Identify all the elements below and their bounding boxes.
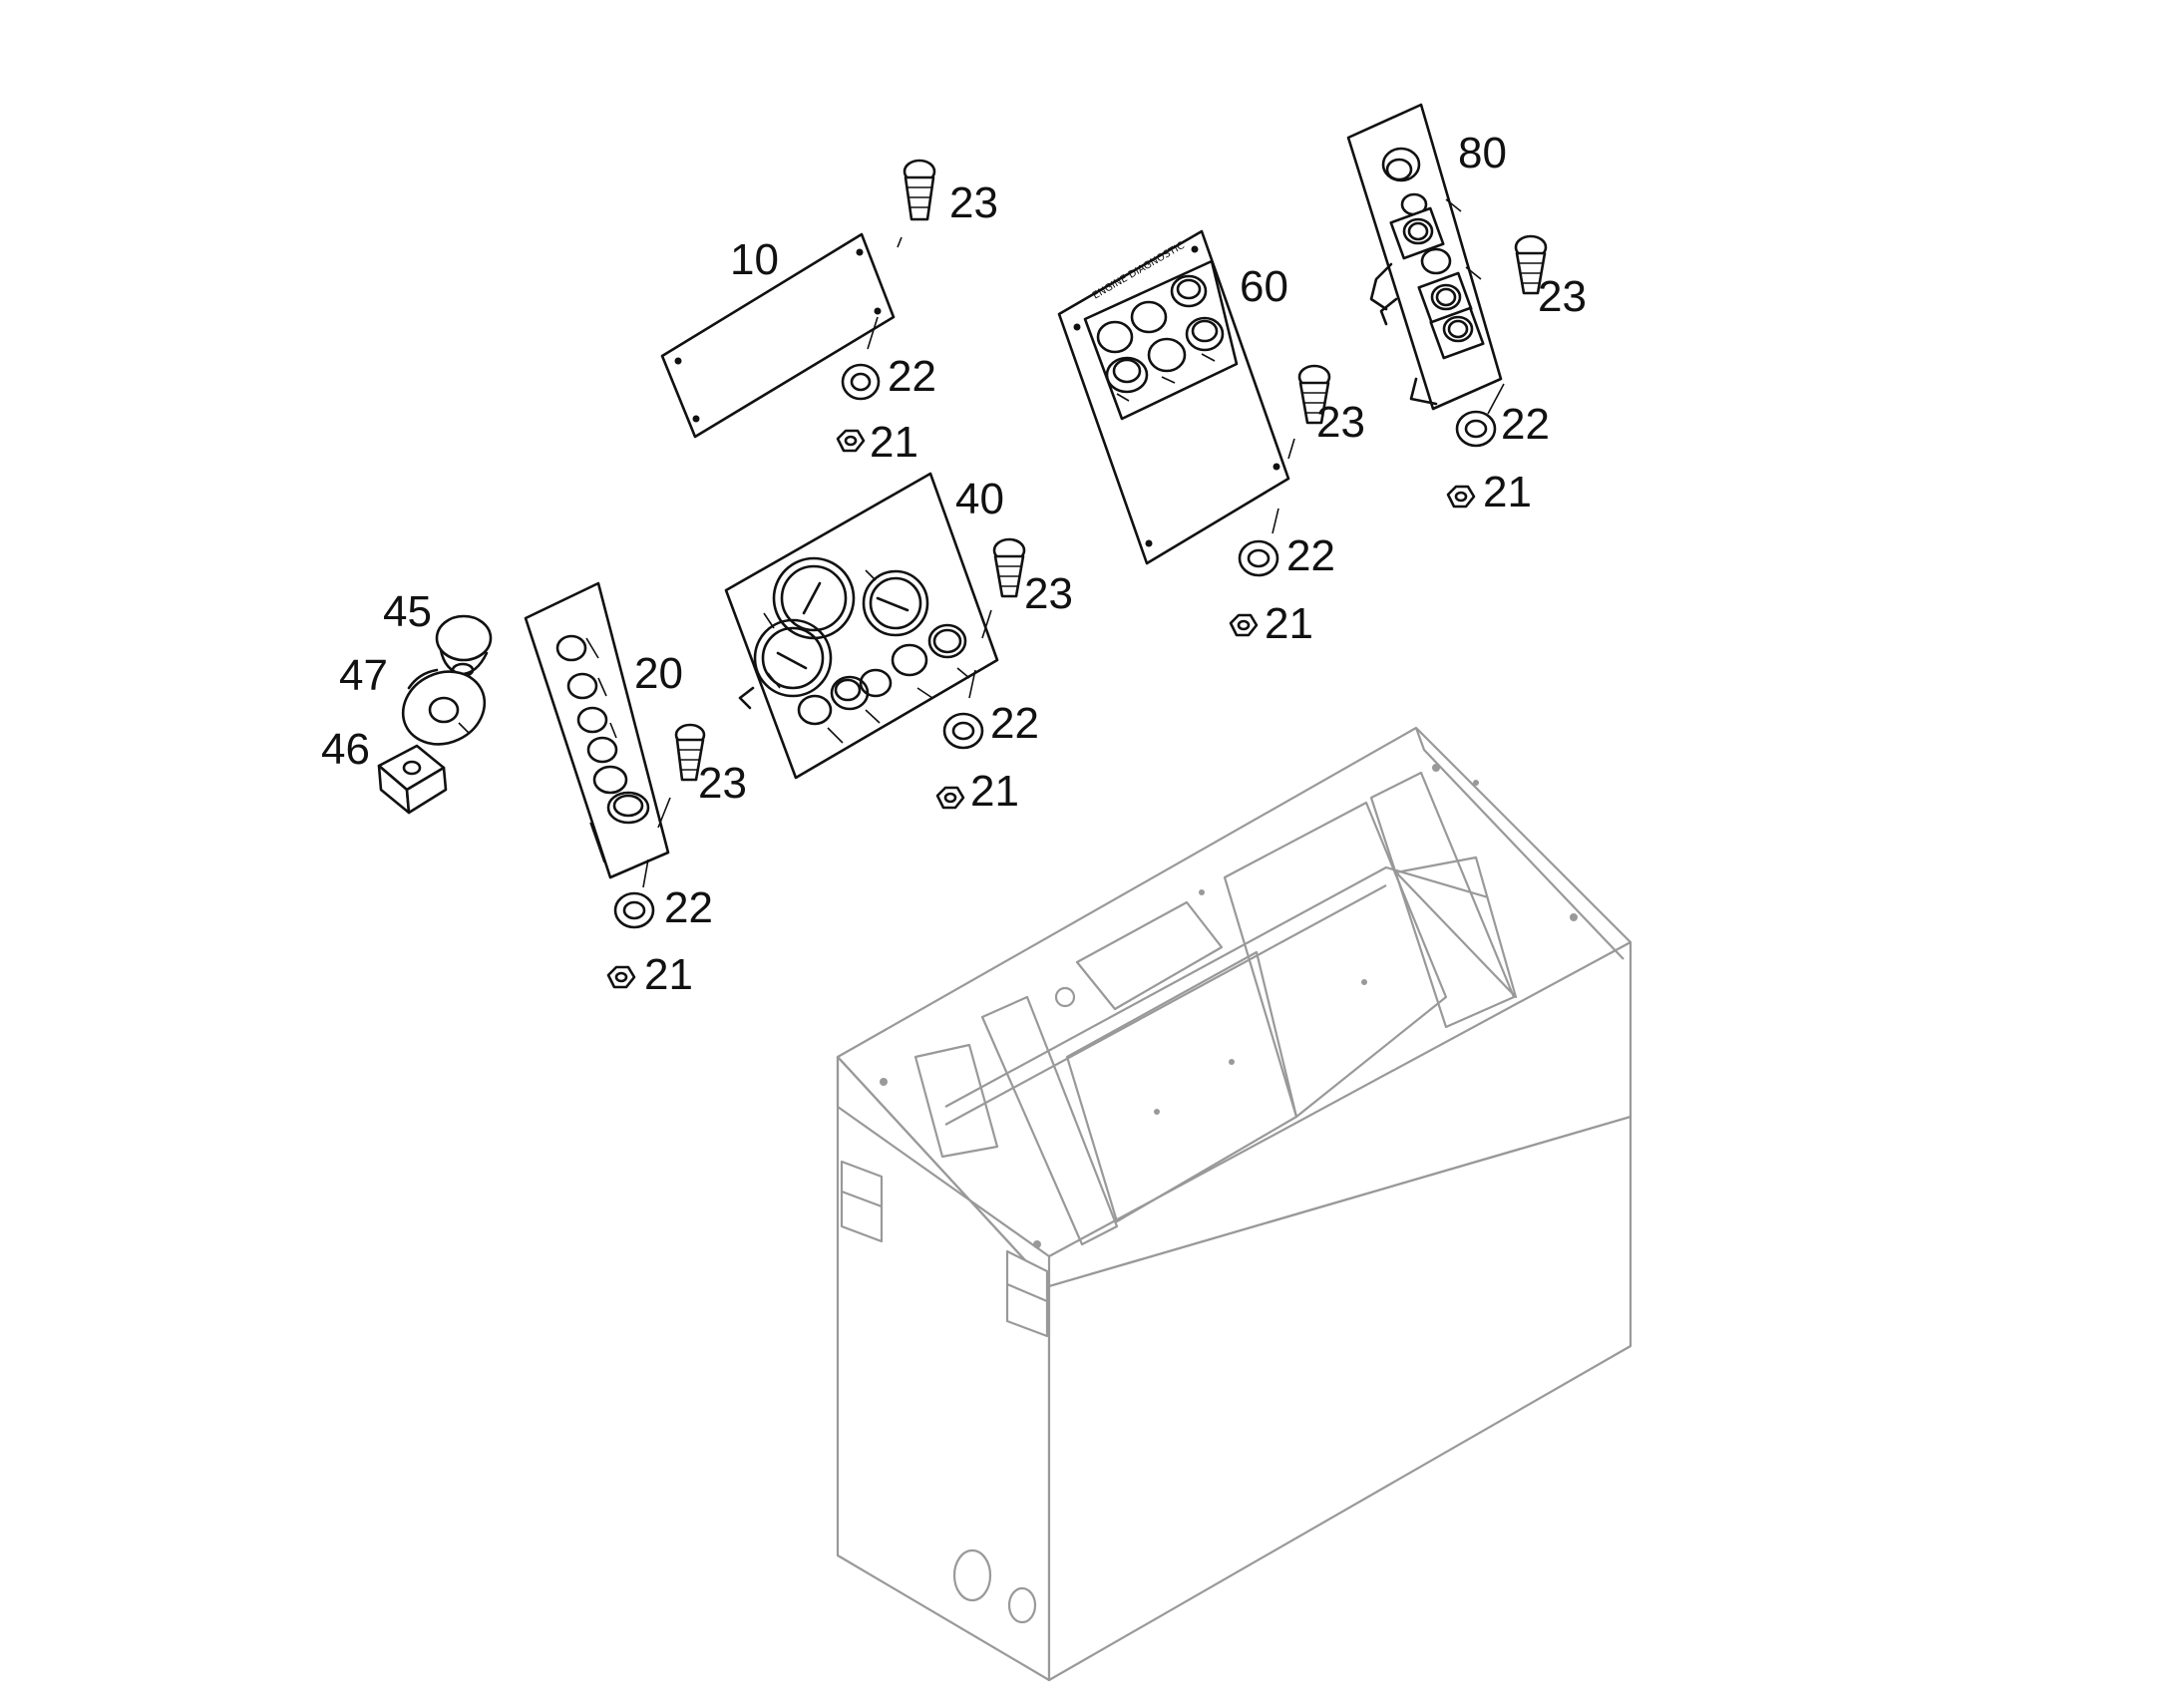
callout-21: 21: [870, 418, 918, 467]
fastener-stack-40: [935, 537, 1026, 810]
nut-21: [1446, 485, 1476, 509]
nut-21: [1229, 613, 1259, 637]
callout-22: 22: [1501, 400, 1550, 449]
housing-opening-left: [913, 1043, 999, 1159]
callout-23: 23: [949, 178, 998, 227]
screw-23: [992, 537, 1026, 598]
callout-10: 10: [730, 235, 779, 284]
screw-23: [1297, 364, 1331, 425]
nut-21: [606, 965, 636, 989]
housing-display-window: [1075, 900, 1224, 1011]
housing-front-face: [836, 1055, 1051, 1682]
housing-hole-small: [1007, 1586, 1037, 1624]
callout-22: 22: [1286, 531, 1335, 580]
housing-hole-large: [952, 1548, 992, 1602]
callout-21: 21: [1483, 468, 1532, 516]
housing-opening-2: [980, 995, 1119, 1246]
part-40-gauge-panel: [724, 472, 999, 780]
callout-47: 47: [339, 651, 388, 700]
gauge-right: [862, 569, 929, 637]
washer-22: [1238, 539, 1279, 577]
nut-21: [836, 429, 866, 453]
washer-22: [613, 891, 655, 929]
callout-22: 22: [888, 352, 936, 401]
screw-23: [674, 723, 706, 782]
callout-20: 20: [634, 649, 683, 698]
callout-23: 23: [1538, 272, 1587, 321]
screw-23: [903, 159, 936, 221]
part-10-blank-plate: [660, 232, 896, 439]
callout-22: 22: [664, 883, 713, 932]
nut-21: [935, 786, 965, 810]
washer-22: [841, 363, 881, 401]
housing-bracket-left: [840, 1160, 884, 1243]
callout-21: 21: [1265, 599, 1313, 648]
callout-60: 60: [1240, 262, 1288, 311]
callout-21: 21: [644, 950, 693, 999]
screw-23: [1514, 234, 1548, 295]
part-80-switch-panel: [1346, 103, 1503, 411]
part-46-switch-body: [377, 744, 448, 815]
washer-22: [1455, 410, 1497, 448]
washer-22: [942, 712, 984, 750]
callout-40: 40: [955, 475, 1004, 523]
gauge-large-left: [753, 618, 833, 698]
callout-23: 23: [1024, 569, 1073, 618]
fastener-stack-10: [836, 159, 936, 453]
callout-23: 23: [1316, 398, 1365, 447]
part-47-dial-plate: [401, 668, 487, 746]
housing-opening-5: [1369, 771, 1516, 1029]
callout-21: 21: [970, 767, 1019, 816]
fastener-stack-60: [1229, 364, 1331, 637]
callout-80: 80: [1458, 129, 1507, 177]
housing-top-outline: [836, 726, 1633, 1288]
part-20-switch-panel: [524, 581, 670, 879]
fastener-stack-20: [606, 723, 706, 989]
callout-46: 46: [321, 725, 370, 774]
callout-45: 45: [383, 587, 432, 636]
callout-22: 22: [990, 699, 1039, 748]
fastener-stack-80: [1446, 234, 1548, 509]
console-housing: [836, 726, 1633, 1682]
callout-23: 23: [698, 759, 747, 808]
housing-opening-4: [1223, 801, 1448, 1119]
callout-labels: 10 23 22 21 40 23 22 21 60 23 22 21 80 2…: [321, 129, 1587, 999]
